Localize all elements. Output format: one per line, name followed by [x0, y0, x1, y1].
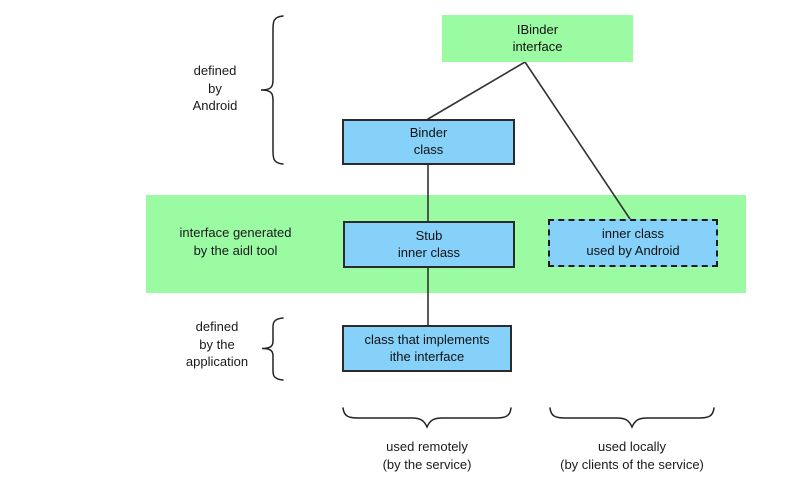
connector-ibinder-to-binder	[427, 61, 526, 120]
implementing-class-box: class that implements ithe interface	[342, 325, 512, 372]
label-defined-by-application: defined by the application	[185, 319, 249, 370]
stub-inner-class-box: Stub inner class	[343, 221, 515, 268]
binder-class-label-line1: Binder	[409, 125, 448, 141]
stub-inner-class-label-line2: inner class	[397, 244, 461, 260]
stub-inner-class-label-line1: Stub	[415, 227, 443, 243]
label-defined-by-android: defined by Android	[192, 63, 238, 114]
ibinder-interface-label-line2: interface	[512, 38, 563, 54]
ibinder-interface-box: IBinder interface	[442, 15, 633, 62]
label-used-remotely: used remotely (by the service)	[382, 439, 472, 472]
implementing-class-label-line1: class that implements	[364, 331, 490, 347]
connector-ibinder-to-inner-class	[524, 61, 631, 220]
implementing-class-label-line2: ithe interface	[389, 348, 465, 364]
brace-used-remotely	[342, 407, 512, 429]
binder-class-label-line2: class	[413, 142, 444, 157]
ibinder-interface-label-line1: IBinder	[516, 21, 559, 37]
inner-class-used-by-android-box: inner class used by Android	[548, 219, 718, 267]
brace-defined-by-application	[261, 317, 284, 381]
inner-class-label-line2: used by Android	[586, 243, 680, 258]
binder-class-box: Binder class	[342, 119, 515, 165]
brace-defined-by-android	[260, 15, 284, 165]
inner-class-label-line1: inner class	[601, 226, 665, 242]
label-used-locally: used locally (by clients of the service)	[560, 439, 704, 472]
label-interface-generated-by-aidl: interface generated by the aidl tool	[179, 225, 292, 258]
brace-used-locally	[549, 407, 715, 429]
